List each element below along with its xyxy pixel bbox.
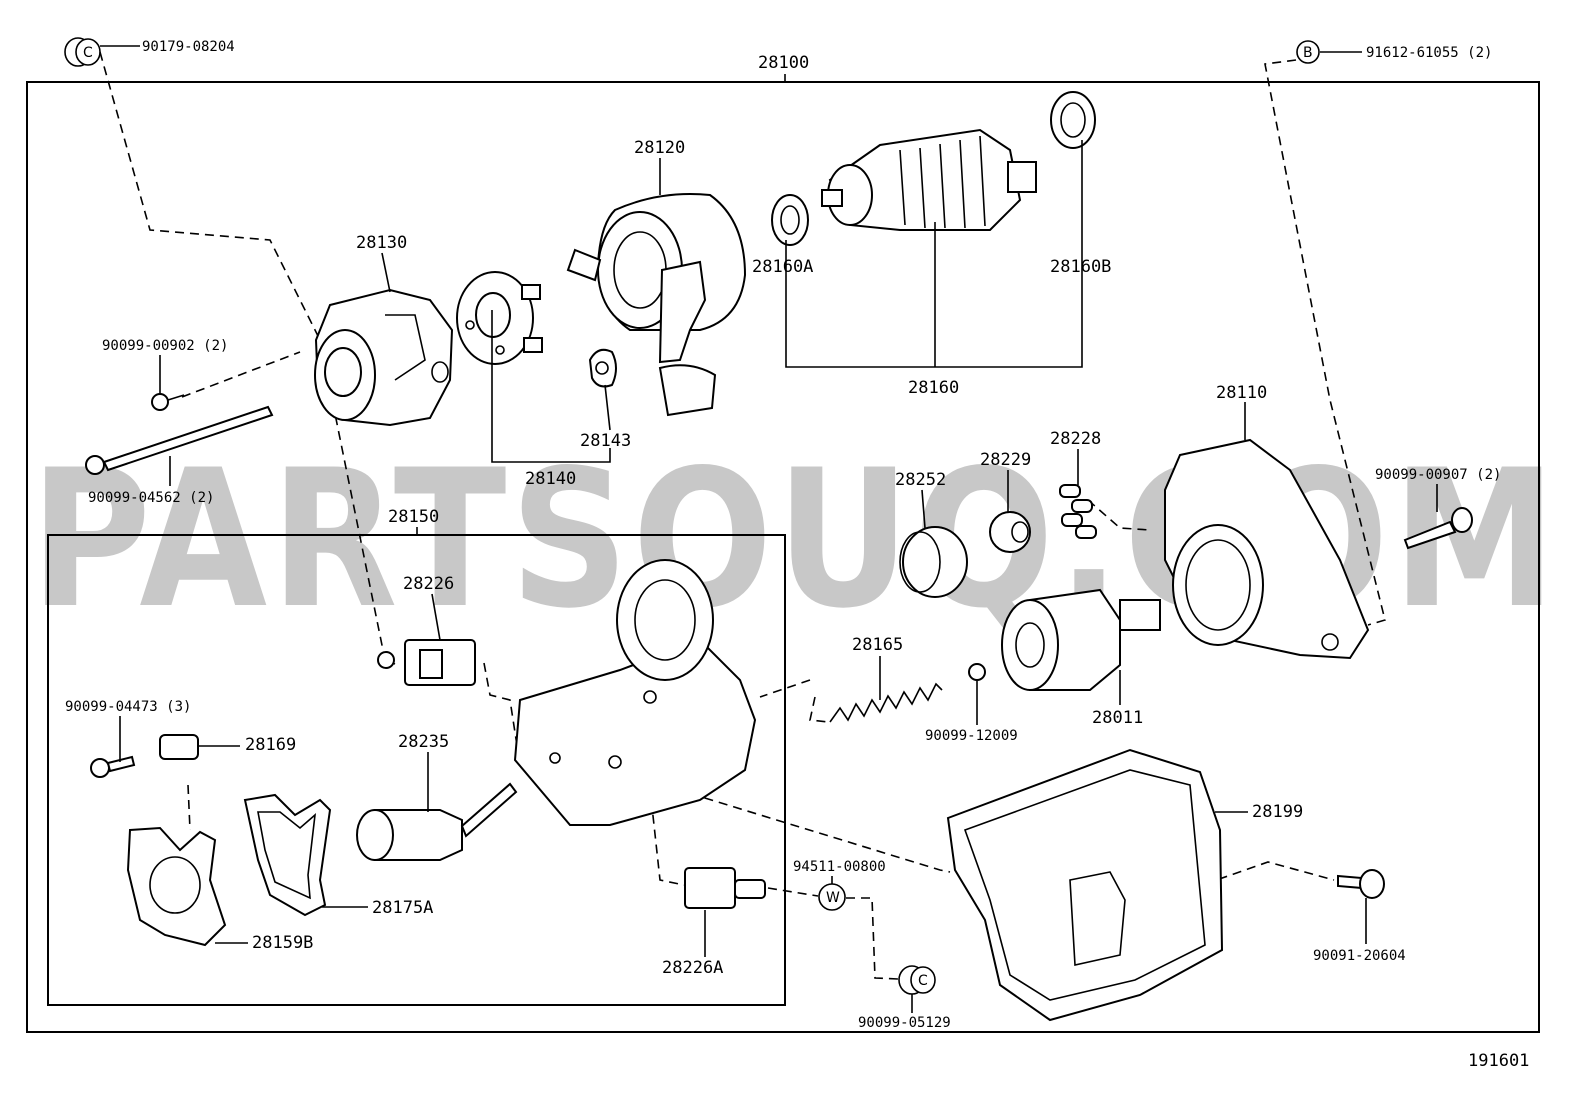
label-28110: 28110 [1216, 383, 1267, 403]
part-switch-housing-28150 [513, 559, 757, 826]
label-90099-12009: 90099-12009 [925, 728, 1018, 744]
label-28160b: 28160B [1050, 257, 1111, 277]
figure-number: 191601 [1468, 1051, 1529, 1071]
label-90099-05129: 90099-05129 [858, 1015, 951, 1031]
label-28199: 28199 [1252, 802, 1303, 822]
symbol-c-letter: C [83, 45, 93, 61]
part-end-frame-28130 [314, 288, 454, 427]
label-28100: 28100 [758, 53, 809, 73]
part-yoke-28120 [566, 193, 747, 417]
part-clutch-28011 [1001, 588, 1161, 691]
label-28226: 28226 [403, 574, 454, 594]
symbol-c-top: C [64, 37, 101, 67]
part-spring-28165 [829, 682, 943, 723]
label-28228: 28228 [1050, 429, 1101, 449]
assembly-frame-28100 [26, 81, 1540, 1033]
part-contact-28226 [377, 639, 476, 686]
label-28229: 28229 [980, 450, 1031, 470]
label-90179-08204: 90179-08204 [142, 39, 235, 55]
part-armature-28160 [821, 128, 1037, 231]
label-28175a: 28175A [372, 898, 433, 918]
part-plunger-28235 [356, 782, 518, 861]
part-bolt-90099-00907 [1403, 507, 1473, 550]
label-28159b: 28159B [252, 933, 313, 953]
part-bolt-90091-20604 [1337, 869, 1385, 899]
label-90091-20604: 90091-20604 [1313, 948, 1406, 964]
label-28165: 28165 [852, 635, 903, 655]
label-28130: 28130 [356, 233, 407, 253]
label-94511-00800: 94511-00800 [793, 859, 886, 875]
label-90099-04473: 90099-04473 (3) [65, 699, 191, 715]
part-housing-28110 [1164, 438, 1370, 660]
label-28160: 28160 [908, 378, 959, 398]
label-90099-00907: 90099-00907 (2) [1375, 467, 1501, 483]
label-90099-04562: 90099-04562 (2) [88, 490, 214, 506]
label-28120: 28120 [634, 138, 685, 158]
part-through-bolt-90099-04562 [85, 405, 274, 475]
part-cover-28159b [126, 826, 227, 947]
part-terminal-28169 [159, 734, 199, 760]
part-ball-90099-12009 [968, 663, 986, 681]
part-screw-90099-00902 [151, 393, 185, 411]
part-spring-28143 [588, 348, 617, 388]
symbol-c-bottom: C [898, 965, 936, 995]
symbol-b-letter: B [1303, 45, 1313, 61]
symbol-b-top: B [1296, 40, 1320, 64]
label-28235: 28235 [398, 732, 449, 752]
label-28150: 28150 [388, 507, 439, 527]
symbol-w-letter: W [826, 890, 840, 906]
part-gasket-28175a [243, 793, 332, 917]
label-28140: 28140 [525, 469, 576, 489]
label-91612-61055: 91612-61055 (2) [1366, 45, 1492, 61]
label-28160a: 28160A [752, 257, 813, 277]
part-rollers-28228 [1059, 484, 1097, 539]
leader-lines [119, 74, 1438, 1013]
symbol-c-letter-bottom: C [918, 973, 928, 989]
part-contact-28226a [684, 867, 766, 909]
label-28169: 28169 [245, 735, 296, 755]
symbol-w: W [818, 883, 846, 911]
part-brush-holder-28140 [456, 271, 543, 365]
part-cover-28199 [946, 748, 1224, 1022]
part-gear-28252 [899, 526, 968, 598]
label-28143: 28143 [580, 431, 631, 451]
label-90099-00902: 90099-00902 (2) [102, 338, 228, 354]
part-bearing-28160b [1050, 91, 1096, 149]
label-28226a: 28226A [662, 958, 723, 978]
part-screw-90099-04473 [90, 755, 136, 778]
label-28011: 28011 [1092, 708, 1143, 728]
part-bearing-28160a [771, 194, 809, 246]
part-retainer-28229 [989, 511, 1031, 553]
label-28252: 28252 [895, 470, 946, 490]
